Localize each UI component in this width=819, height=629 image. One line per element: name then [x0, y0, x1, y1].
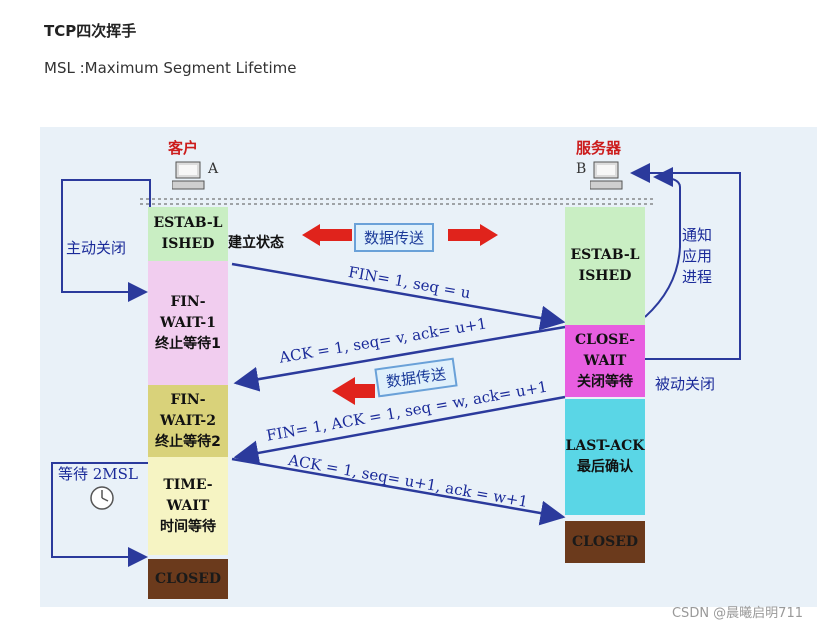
server-computer-icon — [589, 161, 624, 195]
server-state-closed: CLOSED — [565, 521, 645, 563]
client-state-fin-wait-2: FIN-WAIT-2 终止等待2 — [148, 385, 228, 457]
client-letter: A — [208, 161, 219, 177]
client-state-closed: CLOSED — [148, 559, 228, 599]
msl-definition: MSL :Maximum Segment Lifetime — [44, 59, 297, 77]
server-label: 服务器 — [576, 139, 622, 157]
client-state-time-wait: TIME-WAIT 时间等待 — [148, 457, 228, 555]
active-close-line — [61, 179, 151, 264]
server-letter: B — [576, 161, 587, 177]
wait-2msl-arrow — [51, 462, 150, 567]
passive-close-arrow — [630, 163, 741, 360]
active-close-arrow — [61, 264, 148, 302]
passive-close-label: 被动关闭 — [655, 375, 716, 393]
fin-ack-arrow — [233, 395, 566, 466]
server-state-close-wait: CLOSE-WAIT 关闭等待 — [565, 325, 645, 397]
ack-arrow — [233, 325, 566, 392]
notify-app-label: 通知应用进程 — [682, 226, 713, 286]
diagram-arrows — [51, 163, 741, 567]
client-state-established: ESTAB-LISHED — [148, 207, 228, 261]
server-state-last-ack: LAST-ACK 最后确认 — [565, 399, 645, 515]
data-transfer-box-1: 数据传送 — [354, 223, 435, 252]
client-state-fin-wait-1: FIN-WAIT-1 终止等待1 — [148, 261, 228, 385]
active-close-label: 主动关闭 — [66, 239, 127, 257]
wait-2msl-label: 等待 2MSL — [58, 465, 138, 483]
data-arrow-left-2 — [332, 377, 375, 405]
client-label: 客户 — [168, 139, 199, 157]
established-note: 建立状态 — [228, 235, 284, 251]
page-title: TCP四次挥手 — [44, 22, 137, 40]
data-arrow-right-1 — [448, 224, 498, 246]
tcp-four-way-handshake-diagram: 客户 A 服务器 B ESTAB-LISHED 建立状态 FIN-WAIT-1 … — [40, 127, 817, 607]
csdn-watermark: CSDN @晨曦启明711 — [671, 606, 803, 621]
fin-arrow — [231, 262, 566, 331]
client-computer-icon — [171, 161, 206, 195]
data-arrow-left-1 — [302, 224, 352, 246]
final-ack-arrow — [231, 457, 566, 526]
notify-app-arrow — [644, 167, 681, 318]
server-state-established: ESTAB-LISHED — [565, 207, 645, 325]
